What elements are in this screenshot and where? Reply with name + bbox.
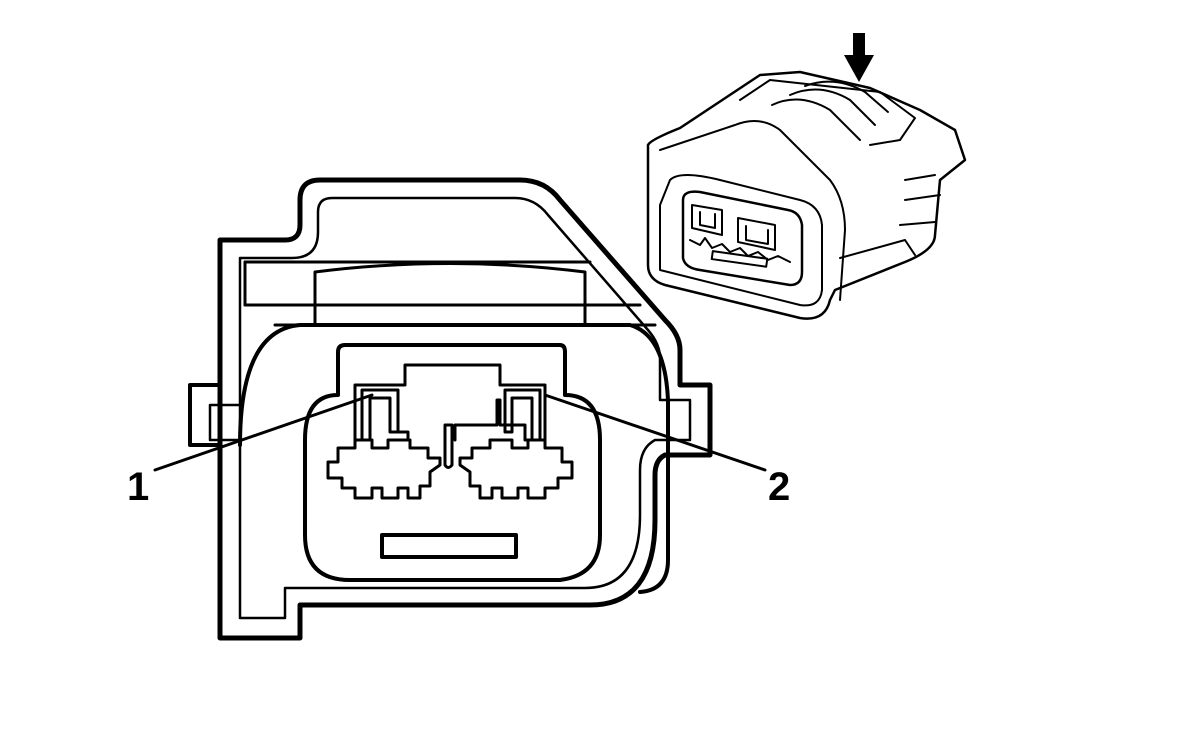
housing-outer-outline [217, 177, 713, 641]
iso-body-outline [646, 70, 967, 320]
center-divider [443, 423, 454, 469]
connector-front-view [188, 177, 713, 641]
bottom-slot [380, 533, 518, 559]
iso-latch-rib-1 [771, 98, 861, 141]
iso-terminal-window [681, 190, 804, 287]
pin-pocket-right [458, 438, 574, 500]
iso-side-ridge [839, 174, 941, 259]
cavity-shell [238, 323, 670, 594]
callout-label-1: 1 [127, 465, 149, 509]
iso-latch-rib-2 [789, 88, 876, 126]
iso-terminal-slot-1 [691, 204, 723, 236]
connector-isometric-view [646, 70, 967, 320]
housing-left-step [188, 383, 222, 447]
iso-front-face [659, 174, 823, 307]
latch-cap [313, 262, 587, 327]
terminal-slot-1 [360, 388, 400, 442]
terminal-block [303, 343, 602, 582]
housing-inner-outline [238, 196, 692, 620]
terminal-slot-2 [503, 388, 542, 442]
callout-leaders [153, 393, 767, 472]
cavity-key [353, 363, 547, 442]
pin-pocket-left [326, 438, 442, 500]
iso-pin-teeth [689, 237, 791, 263]
callout-label-2: 2 [768, 465, 790, 509]
leader-line-1 [153, 393, 374, 472]
iso-latch-rib-3 [804, 80, 889, 113]
iso-terminal-slot-2 [737, 217, 776, 251]
housing-left-step-inner [208, 403, 242, 442]
iso-bottom-slot [710, 250, 769, 268]
down-arrow-icon [844, 33, 874, 82]
iso-body-inner [659, 120, 846, 301]
leader-line-2 [543, 393, 767, 472]
iso-latch-frame [739, 79, 916, 146]
